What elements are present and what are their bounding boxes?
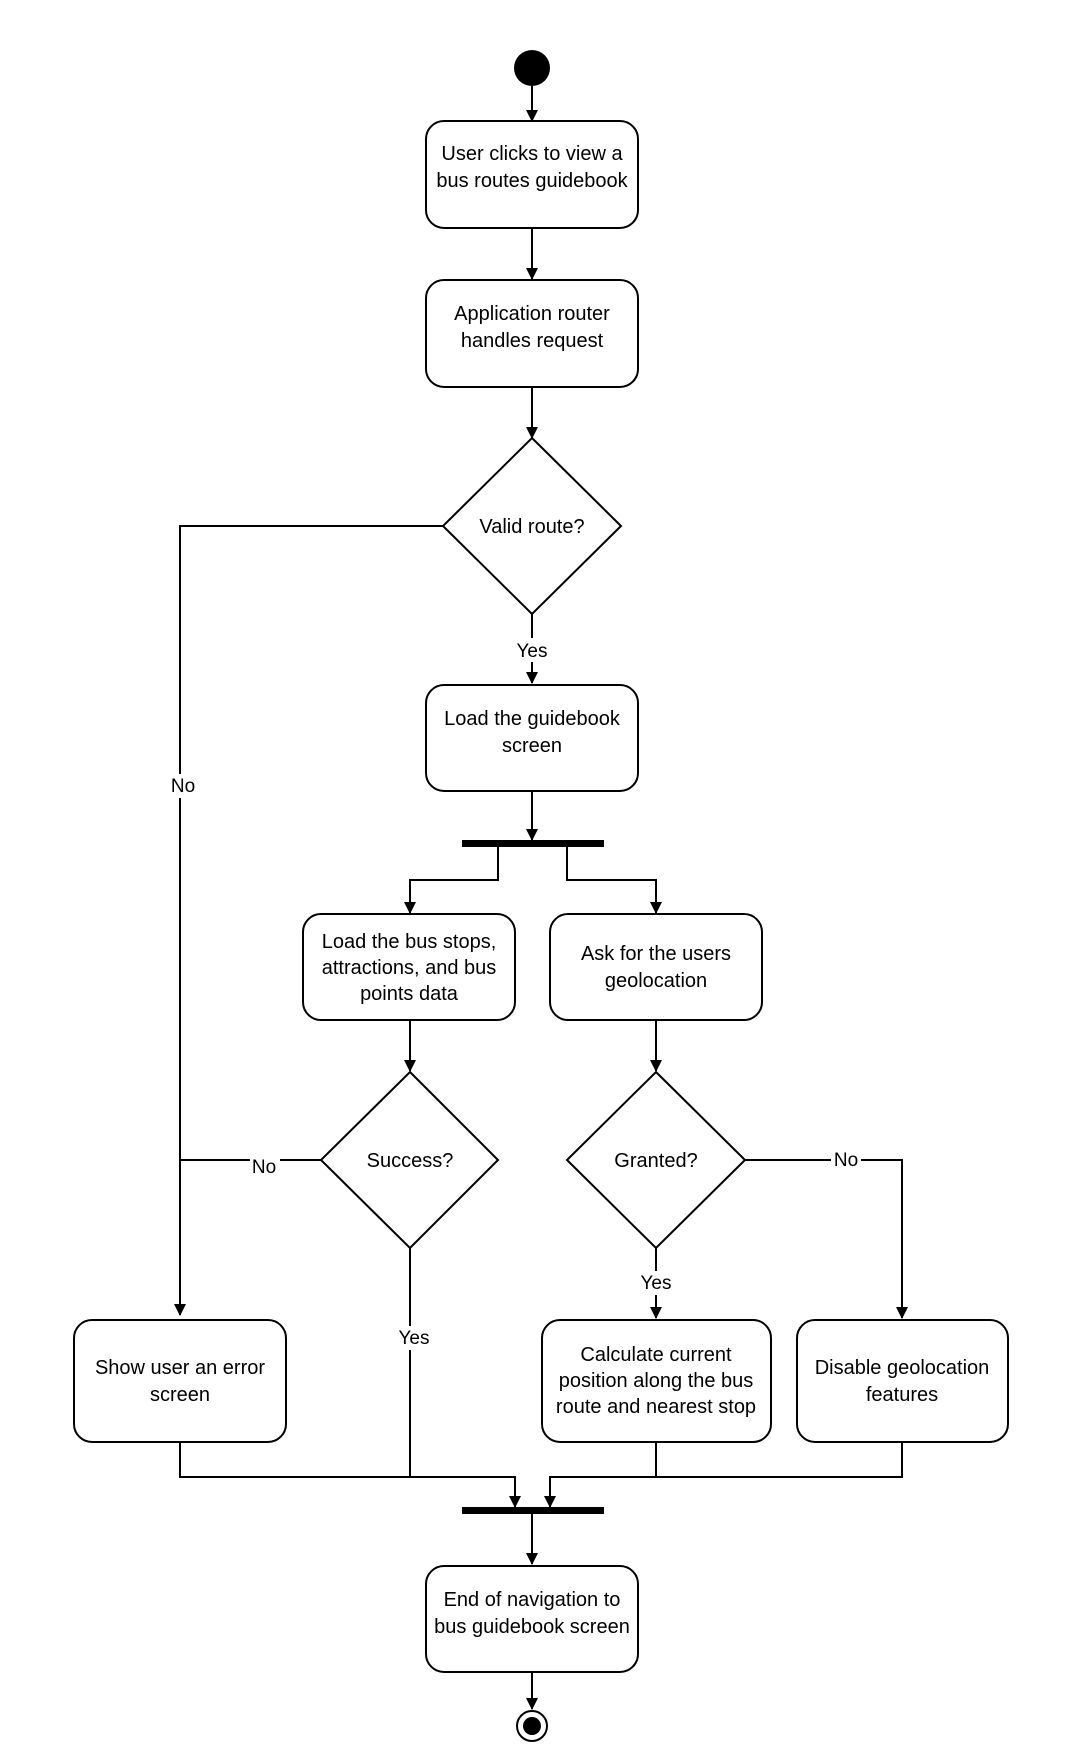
svg-text:Yes: Yes — [517, 641, 548, 662]
final-node — [516, 1710, 548, 1742]
edge-fork-to-load-data — [404, 847, 499, 914]
node-calc-position-line-3: route and nearest stop — [556, 1396, 756, 1418]
decision-granted: Granted? — [565, 1070, 747, 1250]
node-load-data: Load the bus stops, attractions, and bus… — [302, 913, 516, 1021]
node-disable-geo: Disable geolocation features — [796, 1319, 1009, 1443]
node-end-nav: End of navigation to bus guidebook scree… — [425, 1565, 639, 1673]
decision-success-label: Success? — [367, 1150, 454, 1172]
decision-granted-label: Granted? — [614, 1150, 697, 1172]
node-router: Application router handles request — [425, 279, 639, 388]
node-disable-geo-line-1: Disable geolocation — [815, 1357, 990, 1379]
node-calc-position-line-2: position along the bus — [559, 1370, 754, 1392]
decision-valid-route-label: Valid route? — [479, 516, 584, 538]
node-load-data-line-1: Load the bus stops, — [322, 931, 497, 953]
edge-label-success-no: No — [250, 1155, 280, 1179]
node-user-clicks: User clicks to view a bus routes guidebo… — [425, 120, 639, 229]
node-calc-position: Calculate current position along the bus… — [541, 1319, 772, 1443]
node-user-clicks-line-2: bus routes guidebook — [436, 170, 628, 192]
fork-bar — [462, 840, 604, 847]
edge-label-granted-no: No — [831, 1148, 861, 1172]
decision-success: Success? — [319, 1070, 500, 1250]
node-disable-geo-line-2: features — [866, 1384, 938, 1406]
node-load-data-line-3: points data — [360, 983, 459, 1005]
node-load-screen: Load the guidebook screen — [425, 684, 639, 792]
node-ask-geo-line-2: geolocation — [605, 970, 707, 992]
node-error-screen-line-2: screen — [150, 1384, 210, 1406]
edge-label-granted-yes: Yes — [638, 1271, 674, 1295]
edge-granted-no — [745, 1159, 908, 1319]
edge-fork-to-ask-geo — [566, 847, 662, 914]
node-load-screen-line-2: screen — [502, 735, 562, 757]
node-router-line-1: Application router — [454, 303, 610, 325]
edge-label-success-yes: Yes — [394, 1326, 430, 1350]
node-end-nav-line-1: End of navigation to — [444, 1589, 621, 1611]
edges — [174, 86, 908, 1710]
edge-calc-to-join — [544, 1442, 657, 1508]
node-error-screen: Show user an error screen — [73, 1319, 287, 1443]
node-end-nav-line-2: bus guidebook screen — [434, 1616, 630, 1638]
svg-text:No: No — [252, 1157, 276, 1178]
node-ask-geo-line-1: Ask for the users — [581, 943, 731, 965]
node-user-clicks-line-1: User clicks to view a — [441, 143, 623, 165]
node-load-screen-line-1: Load the guidebook — [444, 708, 621, 730]
join-bar — [462, 1507, 604, 1514]
svg-text:Yes: Yes — [641, 1273, 672, 1294]
edge-disable-to-join — [656, 1442, 903, 1478]
edge-label-valid-no: No — [166, 774, 196, 798]
node-error-screen-line-1: Show user an error — [95, 1357, 265, 1379]
node-router-line-2: handles request — [461, 330, 604, 352]
svg-text:No: No — [834, 1150, 858, 1171]
node-calc-position-line-1: Calculate current — [580, 1344, 732, 1366]
edge-valid-route-no — [174, 525, 443, 1316]
node-ask-geo: Ask for the users geolocation — [549, 913, 763, 1021]
edge-error-to-join — [179, 1442, 521, 1508]
decision-valid-route: Valid route? — [441, 436, 623, 616]
svg-text:No: No — [171, 776, 195, 797]
node-load-data-line-2: attractions, and bus — [322, 957, 497, 979]
initial-node — [514, 50, 550, 86]
edge-label-valid-yes: Yes — [514, 638, 550, 662]
svg-text:Yes: Yes — [399, 1328, 430, 1349]
